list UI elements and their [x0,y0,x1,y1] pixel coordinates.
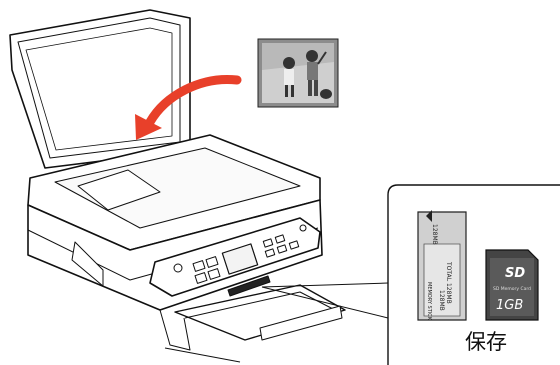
memory-stick-card: 128MB TOTAL 128MB 128MB MEMORY STICK [418,210,466,321]
caption-storage: 保存 [456,326,516,356]
sd-capacity: 1GB [496,298,523,313]
memory-stick-label-2: 128MB [438,290,445,311]
memory-stick-label-1: TOTAL 128MB [445,261,452,304]
sd-logo: SD [505,266,525,281]
sd-small-text: SD Memory Card [493,286,531,292]
memory-stick-capacity: 128MB [431,224,438,245]
photo-thumbnail [258,39,338,107]
sd-card: SD SD Memory Card 1GB [486,250,538,320]
memory-stick-brand: MEMORY STICK [426,282,432,321]
